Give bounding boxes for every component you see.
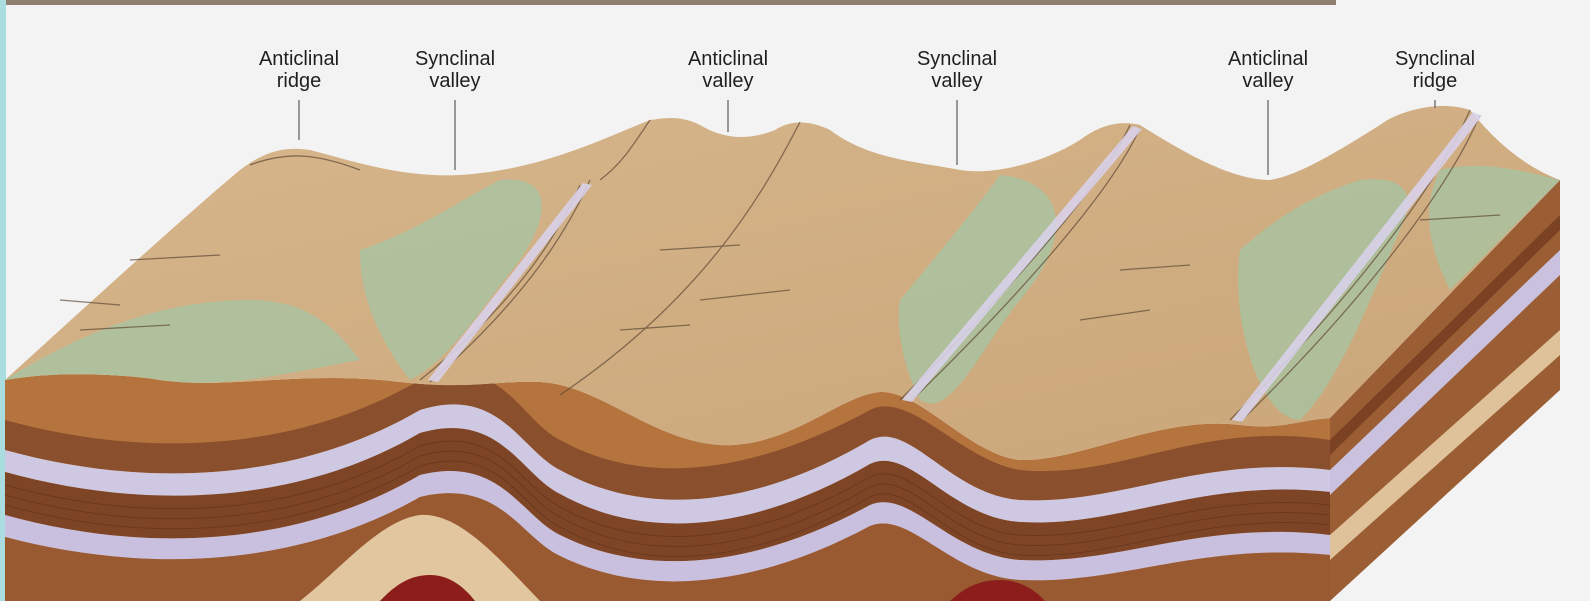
label-synclinal-valley-2: Synclinal valley	[882, 48, 1032, 92]
label-anticlinal-ridge: Anticlinal ridge	[224, 48, 374, 92]
label-synclinal-valley-1: Synclinal valley	[380, 48, 530, 92]
label-synclinal-ridge: Synclinal ridge	[1360, 48, 1510, 92]
label-anticlinal-valley-2: Anticlinal valley	[1193, 48, 1343, 92]
top-border-line	[6, 0, 1336, 5]
label-anticlinal-valley-1: Anticlinal valley	[653, 48, 803, 92]
